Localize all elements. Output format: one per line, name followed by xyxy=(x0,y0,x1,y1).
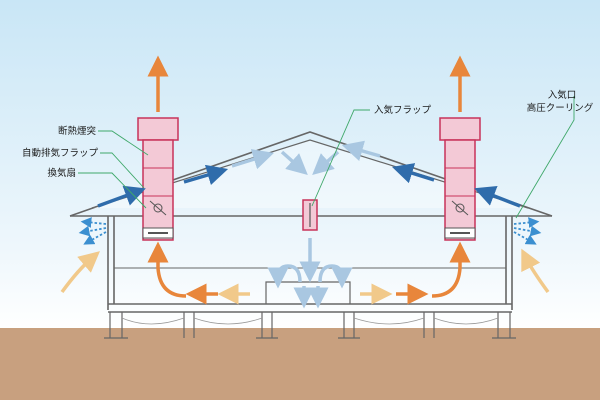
pillar xyxy=(423,312,435,338)
pillar xyxy=(183,312,195,338)
center-downflow-arrows xyxy=(267,238,353,309)
ground xyxy=(0,328,600,400)
attic-airflow-arrows xyxy=(97,140,521,208)
label-inlet: 入気口 xyxy=(548,89,577,101)
exhaust-arrows xyxy=(147,55,471,112)
flap-icon xyxy=(149,200,167,216)
leader-lines xyxy=(78,96,575,219)
label-cooling: 高圧クーリング xyxy=(527,102,594,114)
label-auto-flap: 自動排気フラップ xyxy=(22,147,99,159)
label-fan: 換気扇 xyxy=(47,167,76,179)
outside-intake-arrows xyxy=(60,248,550,294)
right-chimney xyxy=(439,117,481,241)
floor-airflow-arrows xyxy=(147,241,471,305)
pillar xyxy=(338,312,360,339)
pillar xyxy=(256,312,278,339)
label-inlet-flap: 入気フラップ xyxy=(374,104,432,116)
left-chimney xyxy=(137,117,179,241)
pillar xyxy=(492,312,516,339)
center-inlet-flap xyxy=(302,199,318,231)
fan-icon xyxy=(142,227,174,239)
fan-icon xyxy=(444,227,476,239)
label-chimney: 断熱煙突 xyxy=(58,125,97,137)
cooling-mist-arrows xyxy=(78,217,542,245)
flap-icon xyxy=(451,200,469,216)
pillar xyxy=(104,312,128,339)
